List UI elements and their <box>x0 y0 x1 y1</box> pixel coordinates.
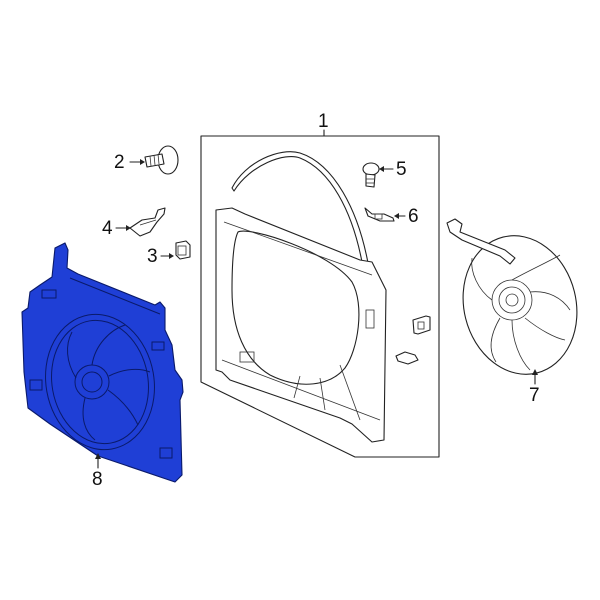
callout-label-4: 4 <box>102 218 113 239</box>
fan-motor-blade-part-7[interactable] <box>446 218 591 386</box>
callout-label-6: 6 <box>408 206 419 227</box>
callout-label-5: 5 <box>396 159 407 180</box>
bracket-clip-part-4[interactable] <box>115 207 166 237</box>
callout-label-8: 8 <box>92 469 103 490</box>
group-outline-box <box>200 129 440 458</box>
callout-label-2: 2 <box>114 152 125 173</box>
shroud-clip-right <box>395 315 431 365</box>
bolt-part-5[interactable] <box>362 162 394 188</box>
callout-label-7: 7 <box>529 385 540 406</box>
retainer-nut-part-3[interactable] <box>160 240 191 260</box>
callout-label-1: 1 <box>318 111 329 132</box>
callout-label-3: 3 <box>147 246 158 267</box>
fan-assembly-part-8-highlighted[interactable] <box>21 242 184 483</box>
clip-part-6[interactable] <box>364 207 406 222</box>
fan-shroud-part[interactable] <box>215 151 387 443</box>
shroud-bolt-part-2[interactable] <box>129 145 179 175</box>
